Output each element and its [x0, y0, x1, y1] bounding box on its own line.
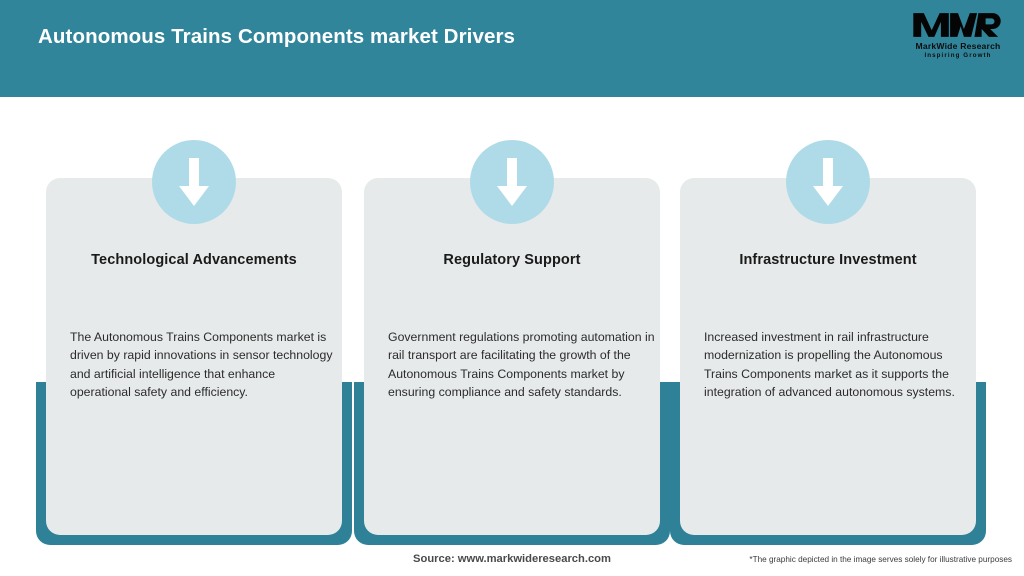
brand-logo: MarkWide Research Inspiring Growth — [904, 10, 1012, 66]
card-panel — [46, 178, 342, 535]
card-panel — [364, 178, 660, 535]
driver-card[interactable]: Technological Advancements The Autonomou… — [36, 140, 352, 550]
down-arrow-icon — [152, 140, 236, 224]
card-body-text: The Autonomous Trains Components market … — [70, 330, 333, 399]
card-body-text: Increased investment in rail infrastruct… — [704, 330, 955, 399]
logo-company-name: MarkWide Research — [915, 41, 1001, 51]
down-arrow-icon — [786, 140, 870, 224]
card-panel — [680, 178, 976, 535]
card-body-text: Government regulations promoting automat… — [388, 330, 655, 399]
mwr-logo-icon — [913, 13, 1001, 37]
disclaimer-label: *The graphic depicted in the image serve… — [749, 555, 1012, 564]
driver-card[interactable]: Regulatory Support Government regulation… — [354, 140, 670, 550]
card-title: Regulatory Support — [443, 252, 581, 268]
logo-tagline: Inspiring Growth — [924, 52, 992, 59]
source-label: Source: www.markwideresearch.com — [413, 553, 611, 565]
down-arrow-icon — [470, 140, 554, 224]
card-title: Technological Advancements — [91, 252, 297, 268]
header-bar: Autonomous Trains Components market Driv… — [0, 0, 1024, 97]
page-title: Autonomous Trains Components market Driv… — [38, 25, 516, 48]
card-title: Infrastructure Investment — [739, 252, 917, 268]
driver-card[interactable]: Infrastructure Investment Increased inve… — [670, 140, 986, 550]
